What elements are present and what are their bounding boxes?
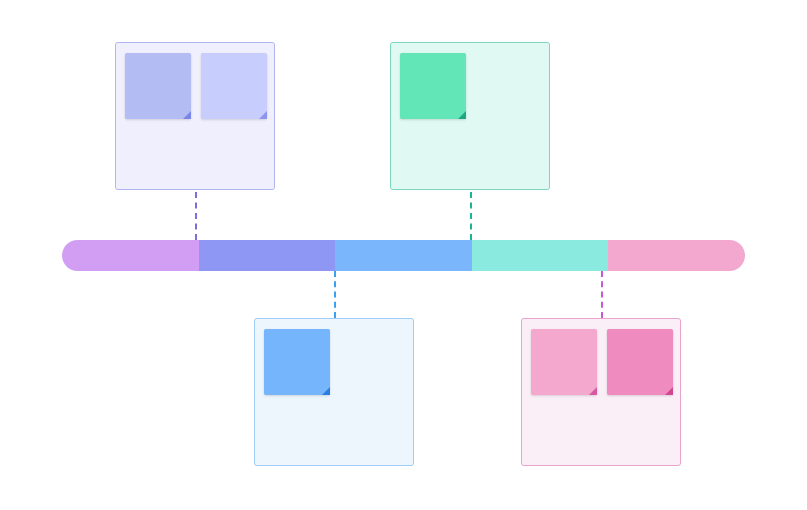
card-top-right[interactable] [390,42,550,190]
connector-top-left [195,192,197,240]
card-bottom-left[interactable] [254,318,414,466]
timeline-segment-5[interactable] [608,240,745,271]
timeline-bar [62,240,745,271]
timeline-segment-2[interactable] [198,240,336,271]
page-fold-icon [589,387,597,395]
connector-bottom-left [334,271,336,318]
sticky-note[interactable] [531,329,597,395]
page-fold-icon [322,387,330,395]
sticky-note[interactable] [264,329,330,395]
page-fold-icon [183,111,191,119]
timeline-segment-3[interactable] [335,240,472,271]
page-fold-icon [665,387,673,395]
page-fold-icon [458,111,466,119]
timeline-segment-4[interactable] [471,240,609,271]
sticky-note[interactable] [125,53,191,119]
connector-bottom-right [601,271,603,318]
card-bottom-right[interactable] [521,318,681,466]
connector-top-right [470,192,472,240]
page-fold-icon [259,111,267,119]
card-top-left[interactable] [115,42,275,190]
timeline-segment-1[interactable] [62,240,199,271]
sticky-note[interactable] [201,53,267,119]
sticky-note[interactable] [400,53,466,119]
sticky-note[interactable] [607,329,673,395]
